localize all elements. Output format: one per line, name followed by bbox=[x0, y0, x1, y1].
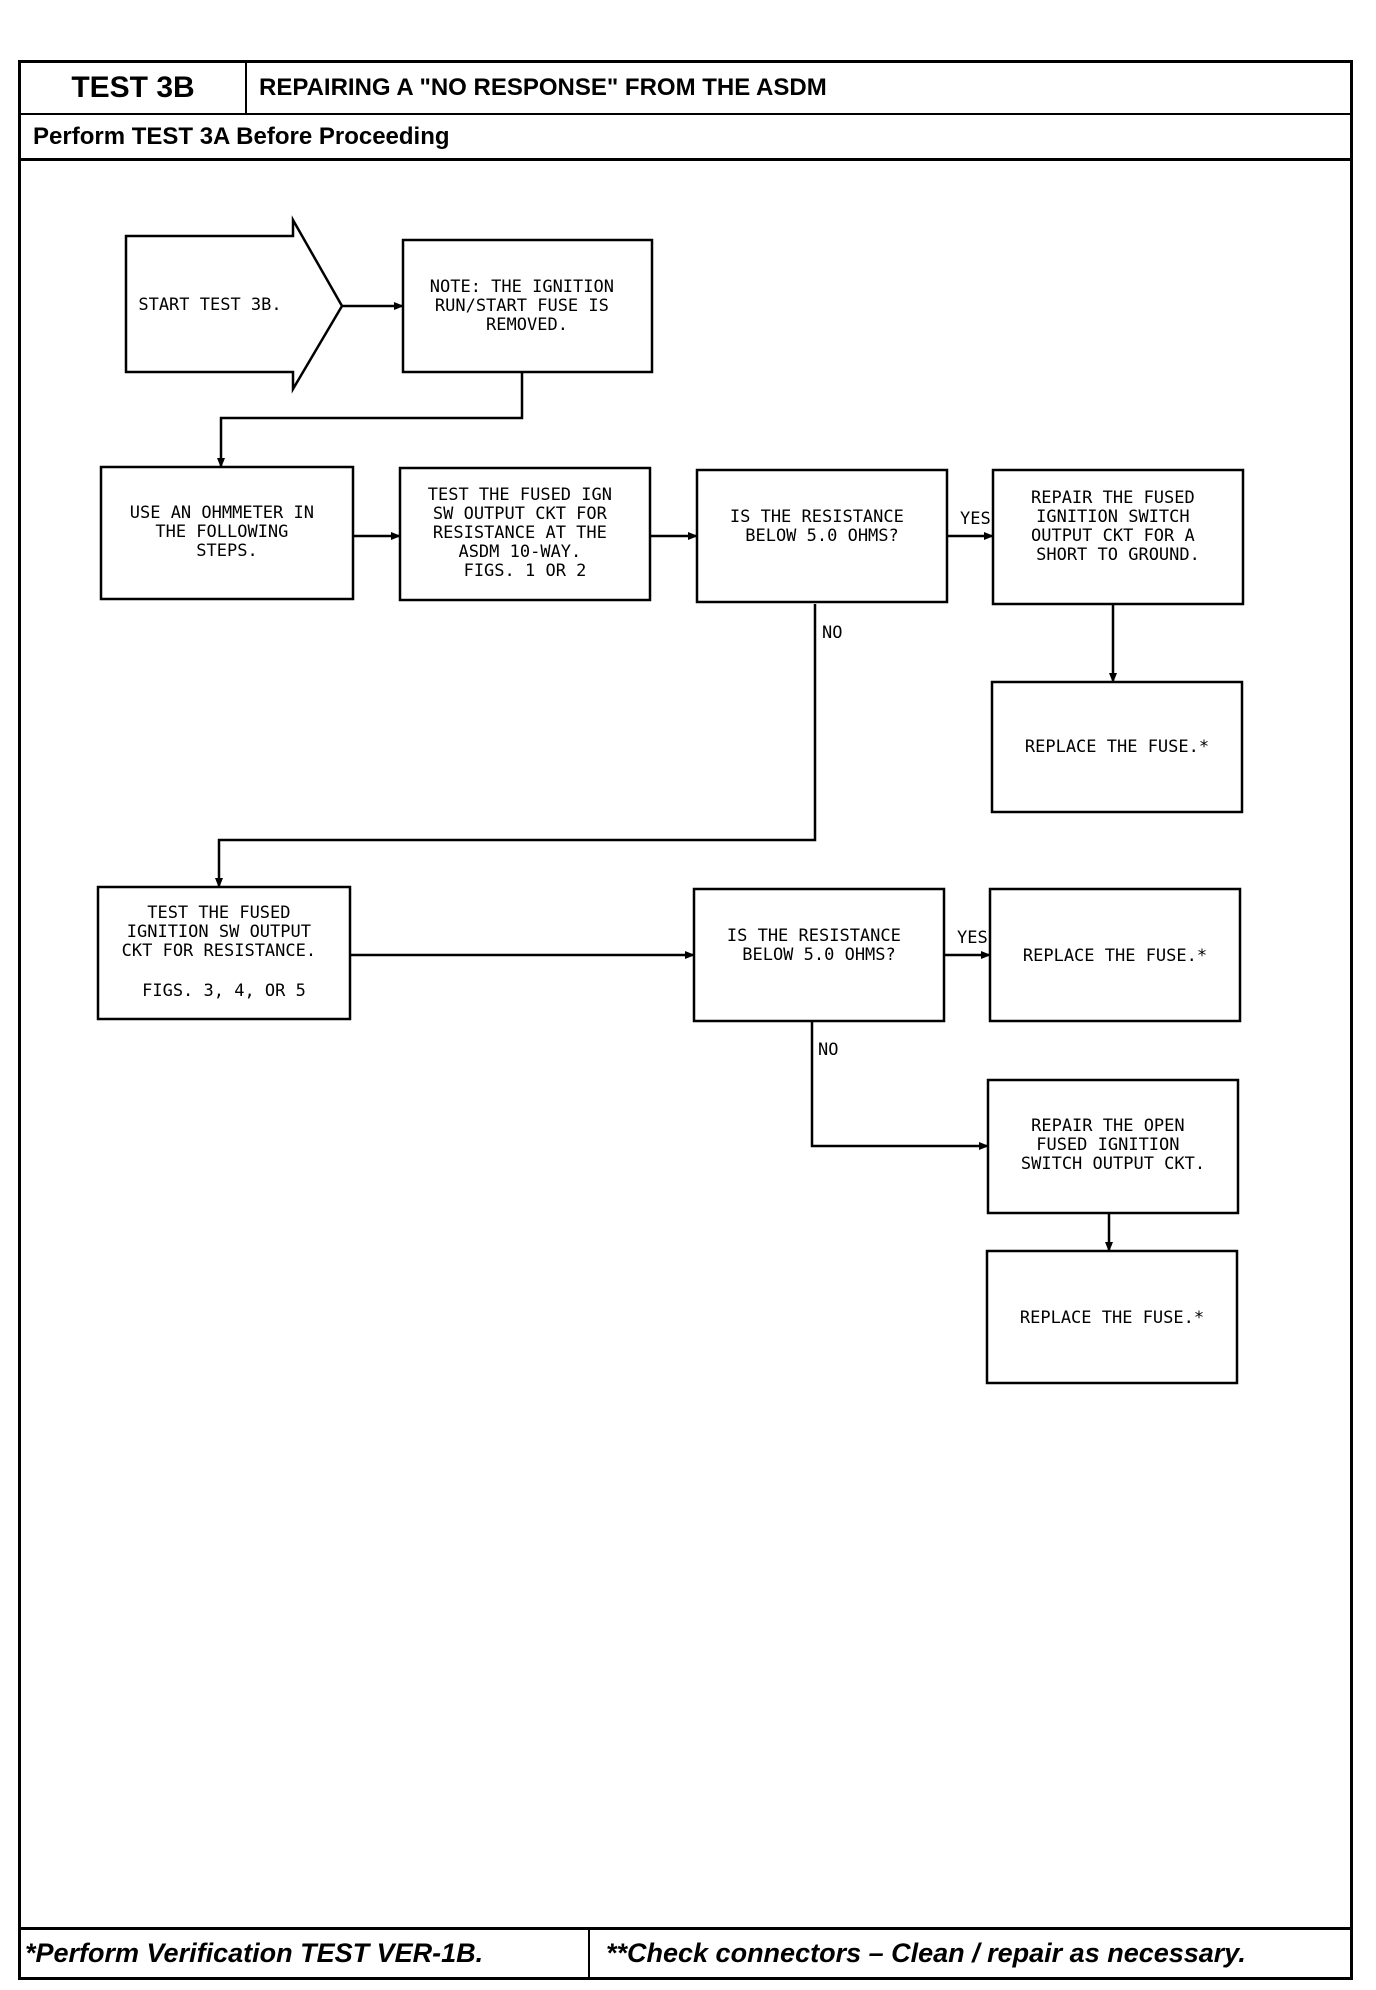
repair-short-line: SHORT TO GROUND. bbox=[1036, 545, 1200, 565]
ohmmeter-line: THE FOLLOWING bbox=[155, 522, 288, 542]
test-10way-box-frame bbox=[398, 466, 652, 602]
replace-fuse-2-box-frame bbox=[988, 887, 1242, 1023]
repair-open-line: SWITCH OUTPUT CKT. bbox=[1021, 1154, 1205, 1174]
replace-fuse-3-box-frame bbox=[985, 1249, 1239, 1385]
arrow-note-to-ohmmeter bbox=[217, 372, 524, 468]
test-figs-box: TEST THE FUSED IGNITION SW OUTPUT CKT FO… bbox=[96, 885, 352, 1021]
test-10way-line: RESISTANCE AT THE bbox=[433, 523, 607, 543]
test-figs-line: CKT FOR RESISTANCE. bbox=[122, 941, 316, 961]
connectors bbox=[215, 302, 1117, 1252]
note-box-frame bbox=[401, 238, 654, 374]
note-text: NOTE: THE IGNITION RUN/START FUSE IS REM… bbox=[430, 277, 624, 335]
arrow-no-2 bbox=[810, 1021, 989, 1150]
yes-2-label: YES bbox=[957, 928, 988, 948]
test-10way-line: ASDM 10-WAY. bbox=[458, 542, 581, 562]
question-1-box-frame bbox=[695, 468, 949, 604]
test-10way-text: TEST THE FUSED IGN SW OUTPUT CKT FOR RES… bbox=[428, 485, 622, 581]
header-row: TEST 3B REPAIRING A "NO RESPONSE" FROM T… bbox=[21, 63, 1350, 115]
note-line: NOTE: THE IGNITION bbox=[430, 277, 614, 297]
replace-fuse-3-box: REPLACE THE FUSE.* bbox=[985, 1249, 1239, 1385]
footer-verification-note: *Perform Verification TEST VER-1B. bbox=[21, 1930, 590, 1977]
question-2-box-frame bbox=[692, 887, 946, 1023]
test-10way-line: SW OUTPUT CKT FOR bbox=[433, 504, 608, 524]
repair-short-text: REPAIR THE FUSED IGNITION SWITCH OUTPUT … bbox=[1031, 488, 1205, 565]
replace-fuse-3-text: REPLACE THE FUSE.* bbox=[1020, 1308, 1204, 1328]
ohmmeter-text: USE AN OHMMETER IN THE FOLLOWING STEPS. bbox=[130, 503, 324, 561]
question-2-box: IS THE RESISTANCE BELOW 5.0 OHMS? bbox=[692, 887, 946, 1023]
start-arrow-shape bbox=[124, 215, 344, 394]
question-2-line: BELOW 5.0 OHMS? bbox=[742, 945, 896, 965]
test-figs-line: IGNITION SW OUTPUT bbox=[127, 922, 311, 942]
test-figs-ref: FIGS. 3, 4, OR 5 bbox=[142, 981, 306, 1001]
test-figs-line: TEST THE FUSED bbox=[147, 903, 290, 923]
test-figs-text: TEST THE FUSED IGNITION SW OUTPUT CKT FO… bbox=[122, 903, 327, 1001]
test-id: TEST 3B bbox=[21, 63, 247, 113]
ohmmeter-box: USE AN OHMMETER IN THE FOLLOWING STEPS. bbox=[99, 465, 355, 601]
repair-short-line: IGNITION SWITCH bbox=[1036, 507, 1190, 527]
replace-fuse-2-box: REPLACE THE FUSE.* bbox=[988, 887, 1242, 1023]
footer: *Perform Verification TEST VER-1B. **Che… bbox=[21, 1927, 1350, 1977]
yes-1-label: YES bbox=[960, 509, 991, 529]
repair-open-box-frame bbox=[986, 1078, 1240, 1215]
note-box: NOTE: THE IGNITION RUN/START FUSE IS REM… bbox=[401, 238, 654, 374]
ohmmeter-box-frame bbox=[99, 465, 355, 601]
repair-open-line: REPAIR THE OPEN bbox=[1031, 1116, 1185, 1136]
repair-short-box: REPAIR THE FUSED IGNITION SWITCH OUTPUT … bbox=[991, 468, 1245, 606]
prerequisite-note: Perform TEST 3A Before Proceeding bbox=[21, 115, 1350, 161]
arrow-no-1 bbox=[215, 604, 817, 888]
question-1-text: IS THE RESISTANCE BELOW 5.0 OHMS? bbox=[730, 507, 914, 546]
note-line: RUN/START FUSE IS bbox=[435, 296, 609, 316]
ohmmeter-line: USE AN OHMMETER IN bbox=[130, 503, 314, 523]
repair-open-box: REPAIR THE OPEN FUSED IGNITION SWITCH OU… bbox=[986, 1078, 1240, 1215]
test-sheet: TEST 3B REPAIRING A "NO RESPONSE" FROM T… bbox=[18, 60, 1353, 1980]
question-2-line: IS THE RESISTANCE bbox=[727, 926, 901, 946]
test-10way-line: TEST THE FUSED IGN bbox=[428, 485, 612, 505]
test-title: REPAIRING A "NO RESPONSE" FROM THE ASDM bbox=[259, 74, 827, 101]
repair-short-box-frame bbox=[991, 468, 1245, 606]
no-2-label: NO bbox=[818, 1040, 838, 1060]
test-figs-box-frame bbox=[96, 885, 352, 1021]
no-1-label: NO bbox=[822, 623, 842, 643]
start-node: START TEST 3B. bbox=[124, 215, 344, 394]
test-10way-line: FIGS. 1 OR 2 bbox=[464, 561, 587, 581]
start-label: START TEST 3B. bbox=[138, 295, 281, 315]
replace-fuse-2-text: REPLACE THE FUSE.* bbox=[1023, 946, 1207, 966]
repair-open-text: REPAIR THE OPEN FUSED IGNITION SWITCH OU… bbox=[1021, 1116, 1205, 1174]
question-1-line: BELOW 5.0 OHMS? bbox=[745, 526, 899, 546]
footer-connector-note: **Check connectors – Clean / repair as n… bbox=[606, 1938, 1246, 1968]
repair-open-line: FUSED IGNITION bbox=[1036, 1135, 1179, 1155]
repair-short-line: OUTPUT CKT FOR A bbox=[1031, 526, 1195, 546]
note-line: REMOVED. bbox=[486, 315, 568, 335]
repair-short-line: REPAIR THE FUSED bbox=[1031, 488, 1195, 508]
replace-fuse-1-box: REPLACE THE FUSE.* bbox=[990, 680, 1244, 814]
question-1-box: IS THE RESISTANCE BELOW 5.0 OHMS? bbox=[695, 468, 949, 604]
test-10way-box: TEST THE FUSED IGN SW OUTPUT CKT FOR RES… bbox=[398, 466, 652, 602]
replace-fuse-1-box-frame bbox=[990, 680, 1244, 814]
question-1-line: IS THE RESISTANCE bbox=[730, 507, 904, 527]
replace-fuse-1-text: REPLACE THE FUSE.* bbox=[1025, 737, 1209, 757]
ohmmeter-line: STEPS. bbox=[196, 541, 257, 561]
question-2-text: IS THE RESISTANCE BELOW 5.0 OHMS? bbox=[727, 926, 911, 965]
